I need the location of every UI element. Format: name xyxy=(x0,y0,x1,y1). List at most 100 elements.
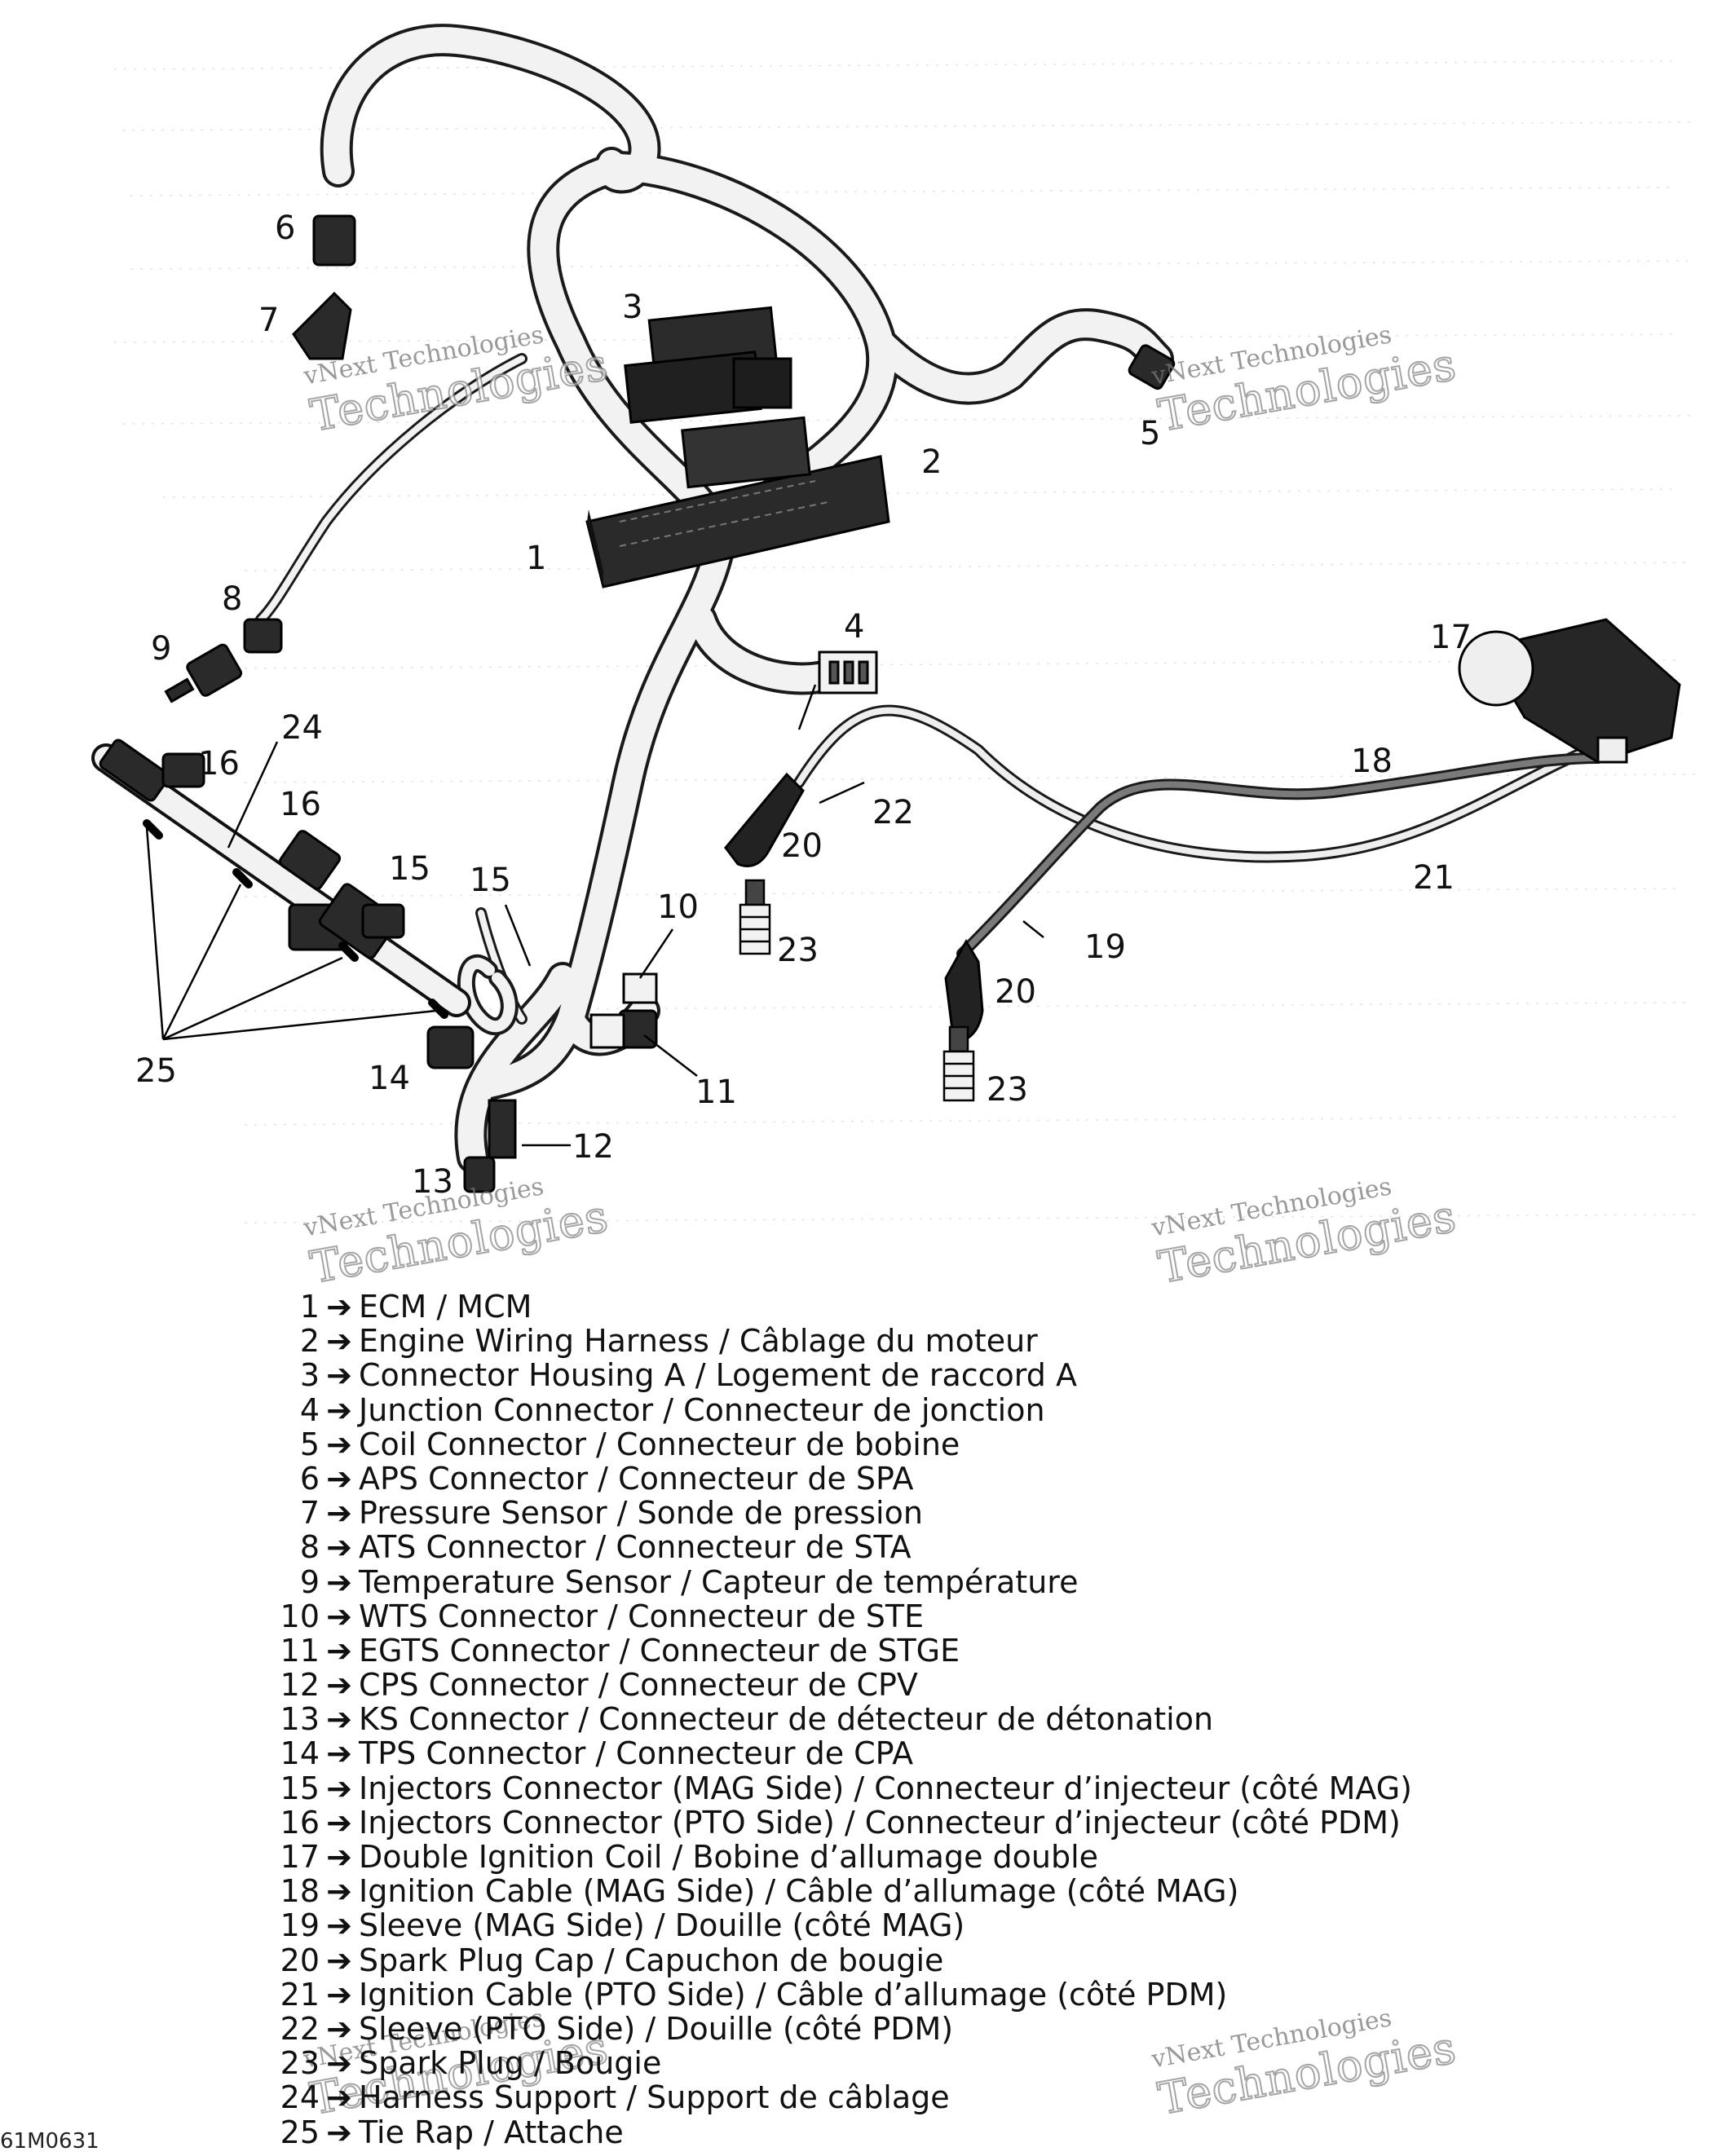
legend-item: 21➔Ignition Cable (PTO Side) / Câble d’a… xyxy=(269,1977,1655,2012)
arrow-icon: ➔ xyxy=(326,2045,352,2082)
legend-number: 4 xyxy=(299,1391,320,1428)
legend-label: KS Connector / Connecteur de détecteur d… xyxy=(359,1701,1214,1738)
arrow-icon: ➔ xyxy=(326,1357,352,1394)
arrow-icon: ➔ xyxy=(326,1667,352,1704)
legend-item: 3➔Connector Housing A / Logement de racc… xyxy=(269,1358,1655,1392)
legend-number: 19 xyxy=(280,1907,320,1944)
legend-item: 8➔ATS Connector / Connecteur de STA xyxy=(269,1530,1655,1564)
callout-23a: 23 xyxy=(777,932,819,969)
connectors xyxy=(164,214,1681,1193)
callout-15b: 15 xyxy=(470,862,511,899)
legend-label: Harness Support / Support de câblage xyxy=(359,2079,950,2116)
legend-item: 25➔Tie Rap / Attache xyxy=(269,2115,1655,2149)
legend-label: Sleeve (PTO Side) / Douille (côté PDM) xyxy=(359,2010,954,2047)
legend-number: 7 xyxy=(299,1495,320,1532)
figure-id: 61M0631 xyxy=(0,2129,99,2154)
callout-5: 5 xyxy=(1140,415,1161,452)
legend-number: 10 xyxy=(280,1598,320,1634)
legend-item: 15➔Injectors Connector (MAG Side) / Conn… xyxy=(269,1771,1655,1805)
legend-number: 24 xyxy=(280,2079,320,2116)
legend-label: TPS Connector / Connecteur de CPA xyxy=(359,1735,914,1772)
arrow-icon: ➔ xyxy=(326,1770,352,1806)
connector-housing-a xyxy=(624,306,811,489)
arrow-icon: ➔ xyxy=(326,1735,352,1772)
legend-number: 15 xyxy=(280,1770,320,1806)
legend-label: Injectors Connector (MAG Side) / Connect… xyxy=(359,1770,1412,1806)
legend-number: 21 xyxy=(280,1976,320,2013)
callout-19: 19 xyxy=(1084,928,1126,966)
arrow-icon: ➔ xyxy=(326,1907,352,1944)
legend-number: 9 xyxy=(299,1563,320,1600)
legend-label: EGTS Connector / Connecteur de STGE xyxy=(359,1632,960,1669)
legend-item: 14➔TPS Connector / Connecteur de CPA xyxy=(269,1736,1655,1770)
callout-15a: 15 xyxy=(389,850,430,888)
legend-item: 20➔Spark Plug Cap / Capuchon de bougie xyxy=(269,1943,1655,1977)
legend-label: Spark Plug / Bougie xyxy=(359,2045,662,2082)
legend-label: Spark Plug Cap / Capuchon de bougie xyxy=(359,1942,944,1978)
legend-number: 14 xyxy=(280,1735,320,1772)
legend-label: Ignition Cable (MAG Side) / Câble d’allu… xyxy=(359,1873,1239,1910)
callout-13: 13 xyxy=(412,1163,453,1201)
ignition-cables xyxy=(793,704,1604,959)
injector-harness xyxy=(91,739,471,1019)
legend-item: 11➔EGTS Connector / Connecteur de STGE xyxy=(269,1634,1655,1668)
legend-number: 6 xyxy=(299,1460,320,1497)
callout-11: 11 xyxy=(695,1074,737,1111)
legend-label: ECM / MCM xyxy=(359,1289,532,1325)
callout-22: 22 xyxy=(872,794,914,831)
legend-number: 25 xyxy=(280,2114,320,2150)
callout-9: 9 xyxy=(151,630,172,668)
legend-item: 5➔Coil Connector / Connecteur de bobine xyxy=(269,1427,1655,1462)
spark-plugs xyxy=(739,879,975,1102)
arrow-icon: ➔ xyxy=(326,1563,352,1600)
legend-item: 16➔Injectors Connector (PTO Side) / Conn… xyxy=(269,1805,1655,1840)
callout-23b: 23 xyxy=(987,1071,1028,1109)
legend-item: 6➔APS Connector / Connecteur de SPA xyxy=(269,1462,1655,1496)
arrow-icon: ➔ xyxy=(326,1391,352,1428)
legend-label: Temperature Sensor / Capteur de températ… xyxy=(359,1563,1079,1600)
callout-16b: 16 xyxy=(280,786,321,823)
legend-number: 12 xyxy=(280,1667,320,1704)
arrow-icon: ➔ xyxy=(326,1495,352,1532)
callout-20a: 20 xyxy=(781,827,823,865)
legend-label: Double Ignition Coil / Bobine d’allumage… xyxy=(359,1839,1099,1875)
arrow-icon: ➔ xyxy=(326,2079,352,2116)
legend-label: Engine Wiring Harness / Câblage du moteu… xyxy=(359,1323,1038,1360)
legend-number: 18 xyxy=(280,1873,320,1910)
legend-item: 24➔Harness Support / Support de câblage xyxy=(269,2080,1655,2114)
callout-2: 2 xyxy=(921,443,942,481)
legend-number: 16 xyxy=(280,1804,320,1841)
arrow-icon: ➔ xyxy=(326,1873,352,1910)
legend-item: 22➔Sleeve (PTO Side) / Douille (côté PDM… xyxy=(269,2012,1655,2046)
callout-7: 7 xyxy=(258,302,280,339)
callout-12: 12 xyxy=(572,1128,614,1166)
legend-number: 1 xyxy=(299,1289,320,1325)
legend-item: 18➔Ignition Cable (MAG Side) / Câble d’a… xyxy=(269,1874,1655,1908)
legend-label: Tie Rap / Attache xyxy=(359,2114,624,2150)
legend-number: 20 xyxy=(280,1942,320,1978)
legend-item: 12➔CPS Connector / Connecteur de CPV xyxy=(269,1668,1655,1702)
wiring-diagram xyxy=(91,24,1697,1223)
callout-17: 17 xyxy=(1430,619,1472,656)
arrow-icon: ➔ xyxy=(326,2010,352,2047)
callout-25: 25 xyxy=(135,1052,177,1090)
arrow-icon: ➔ xyxy=(326,2114,352,2150)
legend-item: 2➔Engine Wiring Harness / Câblage du mot… xyxy=(269,1324,1655,1358)
legend-number: 17 xyxy=(280,1839,320,1875)
callout-8: 8 xyxy=(222,580,243,618)
callout-21: 21 xyxy=(1413,859,1455,897)
legend-label: Coil Connector / Connecteur de bobine xyxy=(359,1426,960,1462)
legend-number: 3 xyxy=(299,1357,320,1394)
legend-label: Connector Housing A / Logement de raccor… xyxy=(359,1357,1077,1394)
callout-14: 14 xyxy=(369,1060,410,1097)
legend-number: 8 xyxy=(299,1529,320,1566)
legend-number: 2 xyxy=(299,1323,320,1360)
callout-4: 4 xyxy=(844,608,865,646)
legend-item: 10➔WTS Connector / Connecteur de STE xyxy=(269,1599,1655,1634)
legend-item: 19➔Sleeve (MAG Side) / Douille (côté MAG… xyxy=(269,1908,1655,1942)
arrow-icon: ➔ xyxy=(326,1942,352,1978)
arrow-icon: ➔ xyxy=(326,1529,352,1566)
legend-label: CPS Connector / Connecteur de CPV xyxy=(359,1667,918,1704)
legend-item: 9➔Temperature Sensor / Capteur de tempér… xyxy=(269,1565,1655,1599)
arrow-icon: ➔ xyxy=(326,1839,352,1875)
